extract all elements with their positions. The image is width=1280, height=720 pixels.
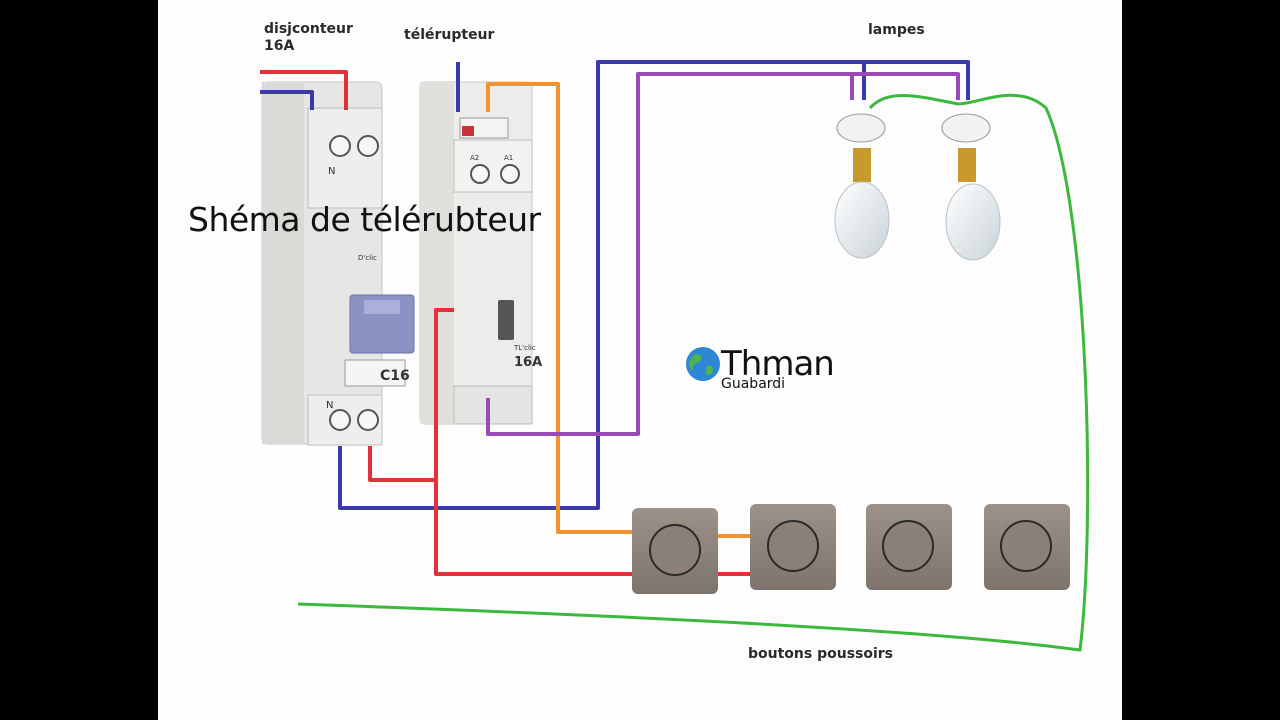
push-button-3-key: [882, 520, 934, 572]
lamp-2-bulb: [945, 183, 1001, 261]
breaker-side: [262, 82, 304, 444]
wire-coil-return: [486, 82, 634, 534]
wiring-diagram: N N D'clic C16 A2 A1 TL'clic 16A disjcon…: [158, 0, 1122, 720]
breaker-neutral-bottom: N: [326, 400, 333, 411]
push-button-1: [632, 508, 718, 594]
wire-neutral-in: [260, 90, 314, 110]
relay-indicator: [462, 126, 474, 136]
breaker-top-terminals: [307, 107, 383, 209]
device-markings: N N D'clic C16 A2 A1 TL'clic 16A: [326, 154, 542, 411]
push-button-2: [750, 504, 836, 590]
relay-a1: A1: [504, 154, 513, 162]
left-letterbox: [0, 0, 158, 720]
wire-phase-to-relay: [434, 308, 454, 480]
breaker-rating-plate: [344, 359, 406, 387]
lamp-2: [941, 113, 1001, 261]
relay-manual-lever: [498, 300, 514, 340]
relay-screw-a2: [470, 164, 490, 184]
label-lamps: lampes: [868, 22, 925, 38]
circuit-breaker: [261, 81, 415, 446]
globe-icon: [686, 347, 720, 381]
label-remote-relay: télérupteur: [404, 27, 495, 43]
remote-relay: [419, 81, 533, 425]
wire-switched-lamps: [486, 72, 960, 436]
breaker-screw-2: [357, 135, 379, 157]
relay-brand: TL'clic: [513, 344, 536, 352]
breaker-neutral-top: N: [328, 166, 335, 177]
diagram-graphics: N N D'clic C16 A2 A1 TL'clic 16A: [260, 60, 1090, 652]
relay-bottom-terminals: [453, 385, 533, 425]
push-button-4-key: [1000, 520, 1052, 572]
lamp-1-socket: [836, 113, 886, 143]
wire-earth: [297, 93, 1090, 652]
lamp-1-bulb: [834, 181, 890, 259]
right-letterbox: [1122, 0, 1280, 720]
push-button-2-key: [767, 520, 819, 572]
watermark-name: Thman: [721, 344, 835, 384]
breaker-screw-3: [329, 409, 351, 431]
relay-screw-a1: [500, 164, 520, 184]
lamp-1: [834, 113, 890, 259]
wire-phase-in: [260, 70, 348, 110]
push-button-1-key: [649, 524, 701, 576]
breaker-brand: D'clic: [358, 254, 377, 262]
label-push-buttons: boutons poussoirs: [748, 646, 894, 662]
relay-rating: 16A: [514, 355, 542, 370]
breaker-rating: C16: [380, 368, 410, 384]
lamp-1-base: [853, 148, 871, 182]
diagram-title: Shéma de télérubteur: [188, 200, 541, 239]
wires: [260, 60, 1090, 652]
breaker-toggle-top: [364, 300, 400, 314]
breaker-screw-4: [357, 409, 379, 431]
relay-coil-terminals: [453, 139, 533, 193]
push-button-3: [866, 504, 952, 590]
push-button-4: [984, 504, 1070, 590]
relay-a2: A2: [470, 154, 479, 162]
watermark-subtitle: Guabardi: [721, 376, 786, 392]
breaker-screw-1: [329, 135, 351, 157]
lamp-2-socket: [941, 113, 991, 143]
lamp-2-base: [958, 148, 976, 182]
wire-neutral-bus: [338, 60, 970, 510]
label-circuit-breaker: disjconteur 16A: [264, 21, 353, 54]
